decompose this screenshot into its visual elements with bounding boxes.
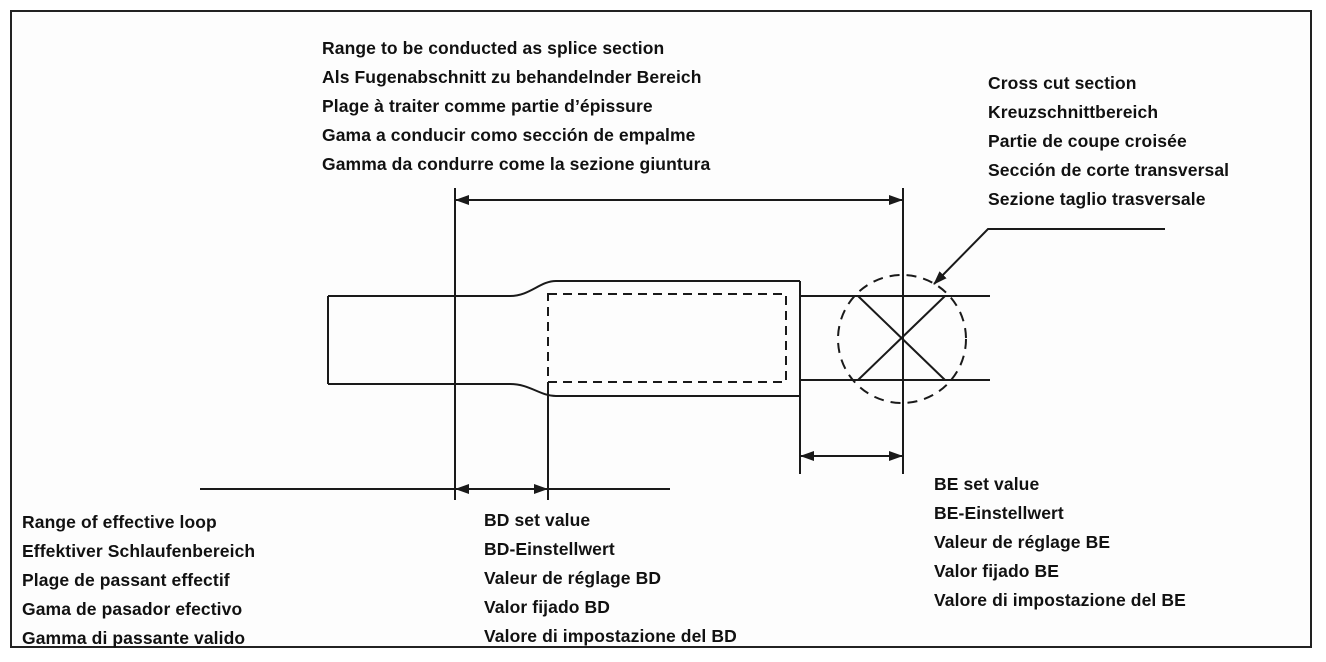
bd-set-value-label-fr: Valeur de réglage BD [484, 568, 662, 588]
be-set-value-label-group: BE set value BE-Einstellwert Valeur de r… [934, 470, 1186, 615]
diagram-frame [10, 10, 1312, 648]
cross-cut-label-en: Cross cut section [988, 73, 1137, 93]
cross-cut-dashed-circle [837, 274, 967, 404]
taper-bottom [509, 383, 557, 397]
taper-top [509, 280, 557, 297]
cross-cut-line-b [857, 295, 946, 381]
inner-dashed-section [547, 293, 787, 383]
effective-loop-label-fr: Plage de passant effectif [22, 570, 230, 590]
cable-body [327, 280, 990, 397]
effective-loop-label-it: Gamma di passante valido [22, 628, 246, 648]
cross-cut-mark [857, 295, 946, 381]
bd-set-value-label-de: BD-Einstellwert [484, 539, 615, 559]
splice-range-label-de: Als Fugenabschnitt zu behandelnder Berei… [322, 67, 702, 87]
be-set-value-label-fr: Valeur de réglage BE [934, 532, 1111, 552]
effective-loop-label-en: Range of effective loop [22, 512, 217, 532]
cross-cut-label-de: Kreuzschnittbereich [988, 102, 1159, 122]
be-set-value-label-de: BE-Einstellwert [934, 503, 1064, 523]
cross-cut-label-es: Sección de corte transversal [988, 160, 1230, 180]
splice-range-label-group: Range to be conducted as splice section … [322, 34, 710, 179]
bd-set-value-label-group: BD set value BD-Einstellwert Valeur de r… [484, 506, 737, 651]
splice-range-label-en: Range to be conducted as splice section [322, 38, 665, 58]
be-set-value-label-en: BE set value [934, 474, 1040, 494]
cross-cut-label-fr: Partie de coupe croisée [988, 131, 1187, 151]
splice-range-label-fr: Plage à traiter comme partie d’épissure [322, 96, 653, 116]
bd-set-value-label-en: BD set value [484, 510, 591, 530]
be-set-value-label-it: Valore di impostazione del BE [934, 590, 1186, 610]
cross-cut-leader-line [933, 228, 1165, 285]
splice-range-label-es: Gama a conducir como sección de empalme [322, 125, 696, 145]
effective-loop-label-es: Gama de pasador efectivo [22, 599, 243, 619]
effective-loop-label-group: Range of effective loop Effektiver Schla… [22, 508, 255, 653]
cross-cut-label-group: Cross cut section Kreuzschnittbereich Pa… [988, 69, 1229, 214]
be-set-value-label-es: Valor fijado BE [934, 561, 1059, 581]
effective-loop-label-de: Effektiver Schlaufenbereich [22, 541, 256, 561]
splice-range-label-it: Gamma da condurre come la sezione giuntu… [322, 154, 711, 174]
cross-cut-label-it: Sezione taglio trasversale [988, 189, 1206, 209]
bd-set-value-label-es: Valor fijado BD [484, 597, 610, 617]
bd-set-value-label-it: Valore di impostazione del BD [484, 626, 737, 646]
